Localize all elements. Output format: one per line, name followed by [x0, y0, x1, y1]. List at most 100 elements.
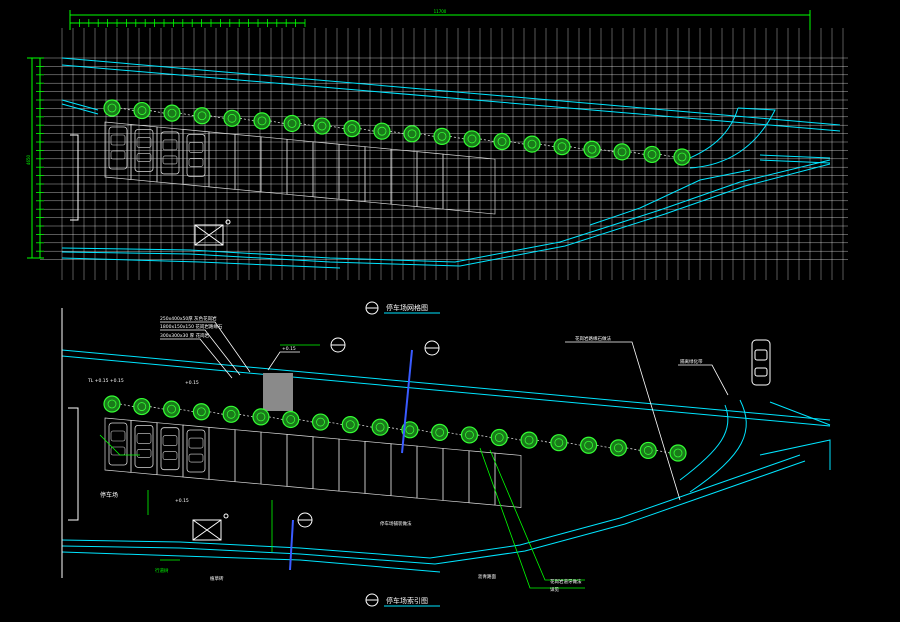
bottom-parked-cars — [108, 422, 206, 473]
car-rear-window — [136, 153, 152, 162]
tree-inner-ring — [167, 404, 176, 414]
car-windshield — [110, 430, 126, 442]
tree-spacing-line — [119, 403, 134, 407]
tree-spacing-line — [149, 406, 164, 410]
left-dimension-ticks — [36, 57, 44, 252]
tree-inner-ring — [167, 108, 177, 118]
bottom-tree-row — [103, 395, 687, 462]
bottom-parking-stalls — [104, 417, 522, 508]
tree-canopy — [669, 444, 687, 462]
car-rear-window — [188, 453, 204, 463]
tree-canopy — [311, 413, 330, 431]
tree-spacing-line — [388, 426, 402, 431]
section-tags — [297, 337, 440, 528]
tree-spacing-line — [149, 110, 165, 114]
car-rear-window — [188, 158, 204, 167]
tree-spacing-line — [299, 123, 315, 127]
tree-inner-ring — [347, 124, 357, 134]
tree-canopy — [613, 143, 631, 161]
tree-canopy — [553, 138, 571, 156]
bottom-road-lines — [61, 349, 831, 573]
top-title-text: 停车场网格图 — [386, 303, 428, 312]
tree-canopy — [639, 441, 657, 460]
parking-stall — [416, 445, 444, 501]
tree-spacing-line — [359, 128, 375, 132]
tree-inner-ring — [437, 131, 447, 141]
blue-section-cuts — [289, 349, 413, 571]
tree-spacing-line — [419, 133, 435, 137]
tree-inner-ring — [257, 116, 267, 126]
tree-canopy — [283, 114, 301, 133]
top-parked-cars — [108, 126, 206, 177]
tree-spacing-line — [569, 146, 585, 150]
tree-inner-ring — [554, 438, 564, 448]
tree-inner-ring — [227, 113, 237, 123]
tree-canopy — [371, 418, 389, 436]
parking-stall — [260, 431, 288, 487]
car-windshield — [188, 142, 204, 153]
tree-canopy — [163, 104, 181, 122]
tree-canopy — [403, 125, 421, 143]
car-rear-window — [162, 155, 178, 165]
parking-stall — [234, 133, 262, 193]
tree-spacing-line — [209, 411, 224, 415]
tree-spacing-line — [268, 416, 283, 420]
tree-inner-ring — [587, 144, 597, 154]
tree-canopy — [343, 120, 361, 138]
top-grid-plan: 11700 4650 — [26, 9, 848, 280]
bottom-drawing-title: 停车场索引图 — [365, 593, 440, 607]
tree-canopy — [401, 421, 419, 439]
tree-canopy — [341, 416, 359, 434]
tree-inner-ring — [673, 448, 683, 458]
car-windshield — [110, 134, 126, 146]
tree-canopy — [192, 403, 210, 421]
car-outline — [108, 126, 128, 170]
car-rear-window — [110, 150, 126, 160]
tree-inner-ring — [107, 103, 117, 113]
note-asphalt: 沥青路面 — [478, 573, 496, 580]
tree-inner-ring — [405, 425, 415, 435]
tree-canopy — [313, 117, 331, 135]
top-dimension-ticks — [69, 19, 306, 27]
tree-inner-ring — [316, 417, 325, 427]
tree-spacing-line — [536, 439, 551, 444]
parking-lot-label: 停车场 — [100, 491, 118, 499]
note-level-road: +0.15 — [185, 380, 199, 386]
parking-stall — [416, 151, 444, 210]
tree-inner-ring — [647, 150, 657, 159]
tree-canopy — [223, 109, 241, 127]
bottom-title-text: 停车场索引图 — [386, 596, 428, 605]
tree-canopy — [460, 426, 479, 444]
tree-inner-ring — [467, 134, 477, 144]
car-outline — [134, 129, 154, 172]
tree-spacing-line — [626, 447, 641, 451]
tree-canopy — [282, 410, 300, 429]
tree-canopy — [133, 397, 151, 416]
car-outline — [186, 429, 206, 473]
tree-inner-ring — [345, 420, 355, 430]
tree-inner-ring — [317, 121, 327, 131]
tree-inner-ring — [196, 407, 206, 417]
tree-inner-ring — [643, 446, 653, 455]
note-level-mid: +0.15 — [282, 346, 296, 352]
tree-inner-ring — [497, 137, 507, 146]
tree-canopy — [133, 101, 151, 120]
tree-inner-ring — [524, 435, 534, 445]
tree-canopy — [252, 408, 270, 426]
tree-inner-ring — [617, 147, 627, 157]
tree-inner-ring — [377, 126, 387, 136]
tree-inner-ring — [465, 430, 474, 440]
tree-inner-ring — [494, 433, 504, 442]
tree-inner-ring — [614, 443, 623, 453]
parking-stall — [468, 156, 496, 215]
bottom-index-plan: 250x400x50厚 灰色花岗岩 1800x150x150 花岗岩路缘石 30… — [61, 308, 831, 593]
tree-inner-ring — [256, 412, 266, 422]
parking-stall — [390, 443, 418, 499]
tree-canopy — [253, 112, 271, 130]
tree-spacing-line — [417, 429, 432, 433]
tree-spacing-line — [209, 115, 225, 119]
tree-spacing-line — [239, 413, 254, 418]
parking-stall — [364, 441, 392, 497]
right-parked-car — [751, 339, 771, 386]
parking-stall — [286, 433, 314, 490]
